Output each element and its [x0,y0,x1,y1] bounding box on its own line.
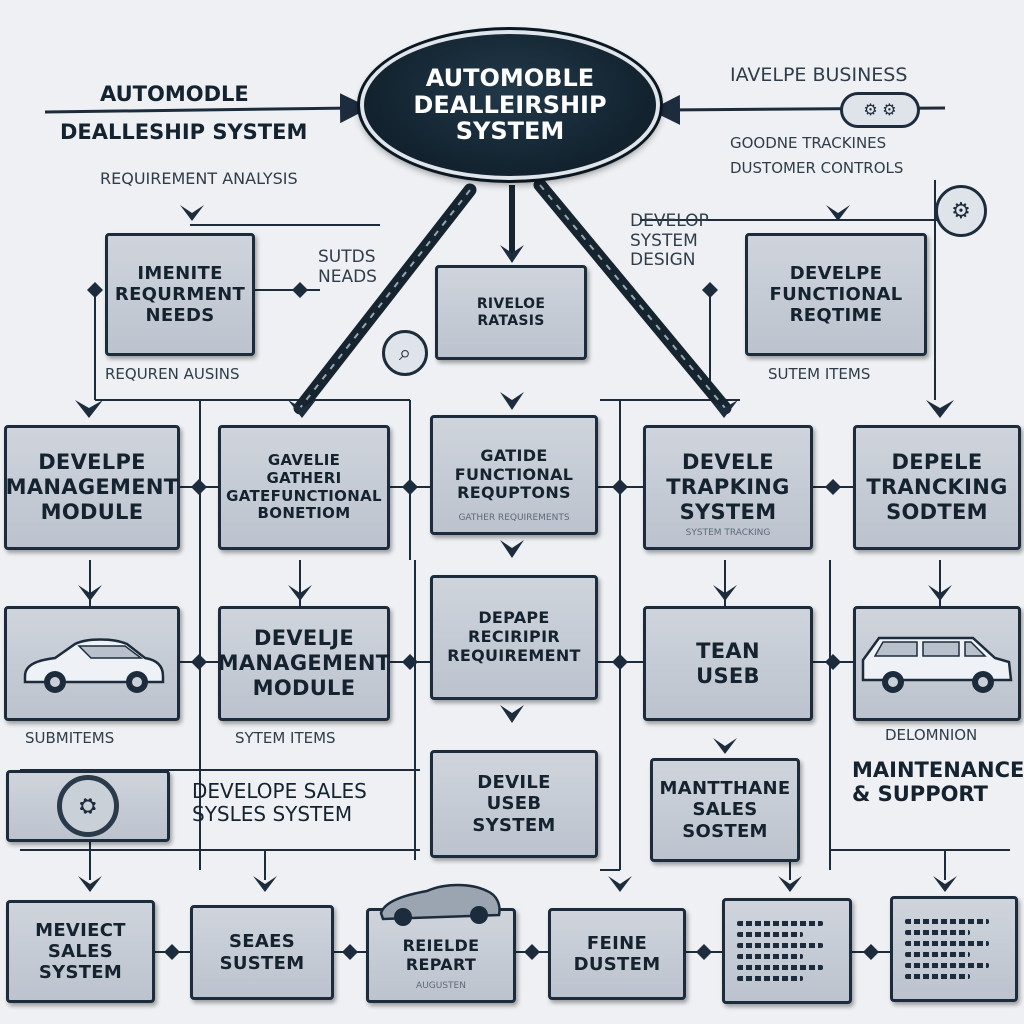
node-sublabel: SYSTEM TRACKING [685,528,771,539]
node-develop-report: REIELDE REPART AUGUSTEN [366,908,516,1003]
gear-icon: ⚙ [935,185,987,237]
label-top-right-3: DUSTOMER CONTROLS [730,159,904,177]
label-system-items-2: SYTEM ITEMS [235,729,336,747]
node-gather-functional: GAVELIE GATHERI GATEFUNCTIONAL BONETIOM [218,425,390,550]
label-develop-system-design: DEVELOP SYSTEM DESIGN [630,211,709,271]
label-suits-needs: SUTDS NEADS [318,247,377,287]
node-depape: DEPAPE RECIRIPIR REQUIREMENT [430,575,598,700]
checklist-icon [905,913,1003,985]
label-requirement-analysis-2: REQUREN AUSINS [105,365,240,383]
node-develop-functional: DEVELPE FUNCTIONAL REQTIME [745,233,927,356]
search-icon: ⌕ [382,330,428,376]
label-top-right-1: IAVELPE BUSINESS [730,64,908,86]
arrow-into-title [44,93,370,124]
node-suv-card [853,606,1021,721]
car-icon [23,637,165,693]
node-sublabel: AUGUSTEN [416,981,466,992]
node-final-system: FEINE DUSTEM [548,908,686,1000]
label-delomnion: DELOMNION [885,726,978,744]
node-develop-user-system: DEVILE USEB SYSTEM [430,750,598,858]
node-develop-management-2: DEVELJE MANAGEMENT MODULE [218,606,390,721]
node-maintain-sales: MANTTHANE SALES SOSTEM [650,758,800,862]
label-develop-sales-system: DEVELOPE SALES SYSLES SYSTEM [192,779,367,826]
sports-car-icon [379,883,501,926]
gear-icon: ⚙ ⚙ [840,92,920,128]
node-manage-sales: MEVIECT SALES SYSTEM [6,900,155,1003]
node-develop-management-1: DEVELPE MANAGEMENT MODULE [4,425,180,550]
node-develop-ratasis: RIVELOE RATASIS [435,265,587,360]
label-requirement-analysis: REQUIREMENT ANALYSIS [100,169,298,188]
node-badge-card: ⛭ [6,770,170,842]
label-sub-items: SUBMITEMS [25,729,115,747]
node-develop-tracking-1: DEVELE TRAPKING SYSTEM SYSTEM TRACKING [643,425,813,550]
beam-left [293,183,477,415]
node-gather-functional-reqs: GATIDE FUNCTIONAL REQUPTONS GATHER REQUI… [430,415,598,535]
node-list-card-2 [890,896,1018,1002]
node-car-card [4,606,180,721]
node-sublabel: GATHER REQUIREMENTS [458,513,570,524]
document-list-icon [737,915,836,987]
node-team-user: TEAN USEB [643,606,813,721]
diagram-title: AUTOMOBLE DEALLEIRSHIP SYSTEM [413,63,607,146]
node-list-card-1 [722,898,852,1004]
label-maintenance-support: MAINTENANCE & SUPPORT [852,758,1024,807]
label-top-left-2: DEALLESHIP SYSTEM [60,120,308,144]
node-develop-tracking-2: DEPELE TRANCKING SODTEM [853,425,1021,550]
label-top-right-2: GOODNE TRACKINES [730,134,887,152]
title-ellipse: AUTOMOBLE DEALLEIRSHIP SYSTEM [357,27,663,183]
dealership-badge-icon: ⛭ [57,775,119,837]
node-sales-system: SEAES SUSTEM [190,905,334,1000]
suv-icon [861,636,1013,693]
node-identify-requirement: IMENITE REQURMENT NEEDS [105,233,255,356]
label-system-items: SUTEM ITEMS [768,365,871,383]
label-top-left-1: AUTOMODLE [100,82,249,106]
